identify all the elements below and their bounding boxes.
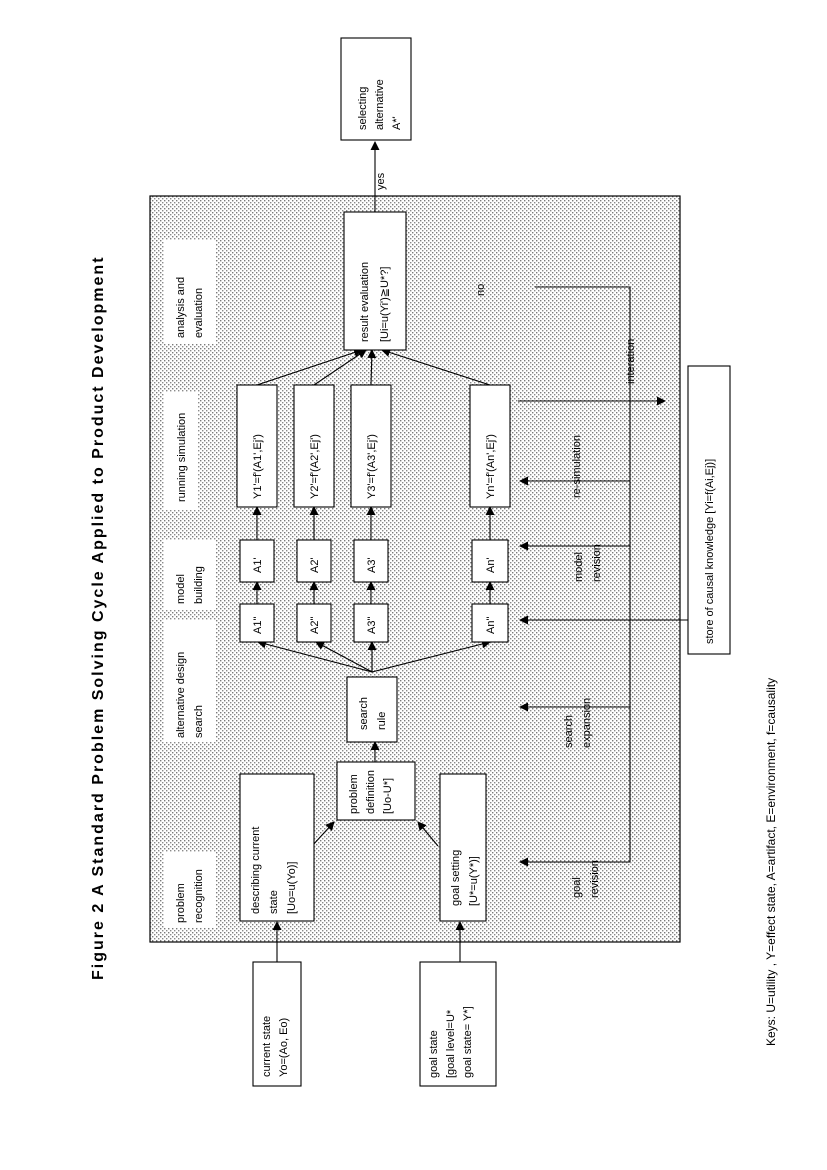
problem-definition-text: problem definition [Uo-U*] [348, 770, 394, 814]
alternative-2-box [296, 603, 332, 643]
simulation-3-box [350, 384, 392, 508]
goal-setting-text: goal setting [U*=u(Y*)] [450, 850, 480, 906]
svg-text:goal setting: goal setting [450, 850, 462, 906]
goal-state-box [419, 961, 497, 1087]
current-state-box [252, 961, 302, 1087]
stage-problem-recognition-label: problem recognition [175, 869, 205, 923]
svg-text:expansion: expansion [581, 698, 593, 748]
selecting-alternative-text: selecting alternative A*' [357, 79, 403, 130]
re-simulation-label: re-simulation [571, 435, 583, 498]
search-rule-box [346, 676, 398, 743]
svg-text:selecting: selecting [357, 87, 369, 130]
svg-text:model: model [175, 574, 187, 604]
stage-problem-recognition-box [164, 852, 216, 928]
svg-text:search: search [193, 705, 205, 738]
model-3-box [353, 539, 389, 583]
simulation-n-label: Yn'=f'(An',Ej') [485, 434, 497, 499]
store-of-causal-knowledge-label: store of causal knowledge [Yi=f(Ai,Ej)] [704, 459, 716, 644]
svg-text:[Ui=u(Yi')≧U*?]: [Ui=u(Yi')≧U*?] [379, 267, 391, 342]
model-1-box [239, 539, 275, 583]
model-n-box [471, 539, 509, 583]
simulation-2-box [293, 384, 335, 508]
figure-keys: Keys: U=utility , Y=effect state, A=arti… [764, 678, 778, 1046]
svg-text:model: model [573, 552, 585, 582]
svg-text:search: search [358, 697, 370, 730]
svg-text:[U*=u(Y*)]: [U*=u(Y*)] [468, 856, 480, 906]
svg-text:rule: rule [376, 712, 388, 730]
svg-text:describing current: describing current [250, 827, 262, 914]
svg-text:goal: goal [571, 877, 583, 898]
alternative-1-label: A1" [252, 617, 264, 634]
no-label: no [475, 284, 487, 296]
alternative-n-label: An" [485, 617, 497, 634]
svg-text:[Uo=u(Yo)]: [Uo=u(Yo)] [286, 862, 298, 915]
stage-alternative-search-box [164, 620, 216, 742]
simulation-1-box [236, 384, 278, 508]
alternative-3-label: A3" [366, 617, 378, 634]
figure-title: Figure 2 A Standard Problem Solving Cycl… [90, 255, 107, 980]
search-rule-text: search rule [358, 697, 388, 730]
model-3-label: A3' [366, 557, 378, 573]
svg-text:[Uo-U*]: [Uo-U*] [382, 778, 394, 814]
svg-text:analysis and: analysis and [175, 277, 187, 338]
describing-current-state-text: describing current state [Uo=u(Yo)] [250, 827, 298, 914]
stage-running-simulation-label: running simulation [176, 413, 188, 502]
model-n-label: An' [485, 557, 497, 573]
stage-analysis-evaluation-box [164, 240, 216, 344]
svg-text:search: search [563, 715, 575, 748]
svg-text:recognition: recognition [193, 869, 205, 923]
svg-text:result evaluation: result evaluation [359, 262, 371, 342]
selecting-alternative-box [340, 37, 412, 141]
connections [252, 141, 688, 962]
goal-revision-label: goal revision [571, 860, 601, 898]
alternative-n-box [471, 603, 509, 643]
svg-text:current state: current state [261, 1016, 273, 1077]
simulation-3-label: Y3'=f'(A3',Ej') [366, 434, 378, 499]
stage-model-building-box [164, 540, 216, 610]
svg-text:alternative: alternative [374, 79, 386, 130]
simulation-1-label: Y1'=f'(A1',Ej') [252, 434, 264, 499]
stage-analysis-evaluation-label: analysis and evaluation [175, 277, 205, 338]
result-evaluation-box [343, 211, 407, 351]
goal-state-text: goal state [goal level=U* goal state= Y*… [428, 1006, 474, 1078]
stage-model-building-label: model building [175, 566, 205, 604]
svg-text:Yo=(Ao, Eo): Yo=(Ao, Eo) [278, 1018, 290, 1077]
svg-text:definition: definition [365, 770, 377, 814]
svg-text:[goal level=U*: [goal level=U* [445, 1009, 457, 1078]
svg-text:A*': A*' [391, 116, 403, 130]
svg-text:evaluation: evaluation [193, 288, 205, 338]
svg-text:revision: revision [591, 544, 603, 582]
interation-label: interation [625, 339, 637, 384]
model-revision-label: model revision [573, 544, 603, 582]
model-2-box [296, 539, 332, 583]
svg-text:alternative design: alternative design [175, 652, 187, 738]
alternative-2-label: A2" [309, 617, 321, 634]
alternative-3-box [353, 603, 389, 643]
simulation-2-label: Y2'=f'(A2',Ej') [309, 434, 321, 499]
model-2-label: A2' [309, 557, 321, 573]
describing-current-state-box [239, 773, 315, 922]
svg-text:state: state [268, 890, 280, 914]
svg-text:problem: problem [348, 774, 360, 814]
svg-text:problem: problem [175, 883, 187, 923]
svg-text:running simulation: running simulation [176, 413, 188, 502]
svg-text:revision: revision [589, 860, 601, 898]
alternative-1-box [239, 603, 275, 643]
result-evaluation-text: result evaluation [Ui=u(Yi')≧U*?] [359, 262, 391, 342]
search-expansion-label: search expansion [563, 698, 593, 748]
problem-definition-box [336, 761, 416, 821]
goal-setting-box [439, 773, 487, 922]
stage-running-simulation-box [164, 392, 198, 510]
svg-text:building: building [193, 566, 205, 604]
current-state-text: current state Yo=(Ao, Eo) [261, 1016, 290, 1077]
svg-text:goal state= Y*]: goal state= Y*] [462, 1006, 474, 1078]
store-of-causal-knowledge-box [687, 365, 731, 655]
yes-label: yes [375, 172, 387, 190]
simulation-n-box [469, 384, 511, 508]
model-1-label: A1' [252, 557, 264, 573]
stage-alternative-search-label: alternative design search [175, 652, 205, 738]
svg-text:goal state: goal state [428, 1030, 440, 1078]
